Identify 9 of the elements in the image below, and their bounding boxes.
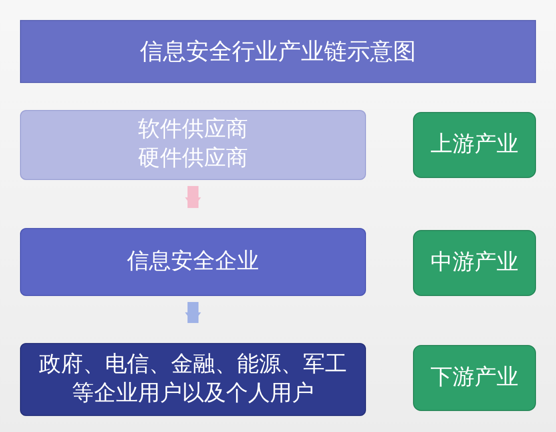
stage-box: 下游产业 bbox=[413, 345, 536, 411]
process-box: 信息安全企业 bbox=[20, 228, 366, 296]
title-banner: 信息安全行业产业链示意图 bbox=[20, 20, 536, 83]
process-box: 政府、电信、金融、能源、军工等企业用户以及个人用户 bbox=[20, 343, 366, 416]
block-arrow bbox=[185, 186, 201, 208]
stage-box: 中游产业 bbox=[413, 230, 536, 296]
block-arrow bbox=[185, 302, 201, 323]
process-box: 软件供应商 硬件供应商 bbox=[20, 110, 366, 180]
stage-box: 上游产业 bbox=[413, 112, 536, 178]
